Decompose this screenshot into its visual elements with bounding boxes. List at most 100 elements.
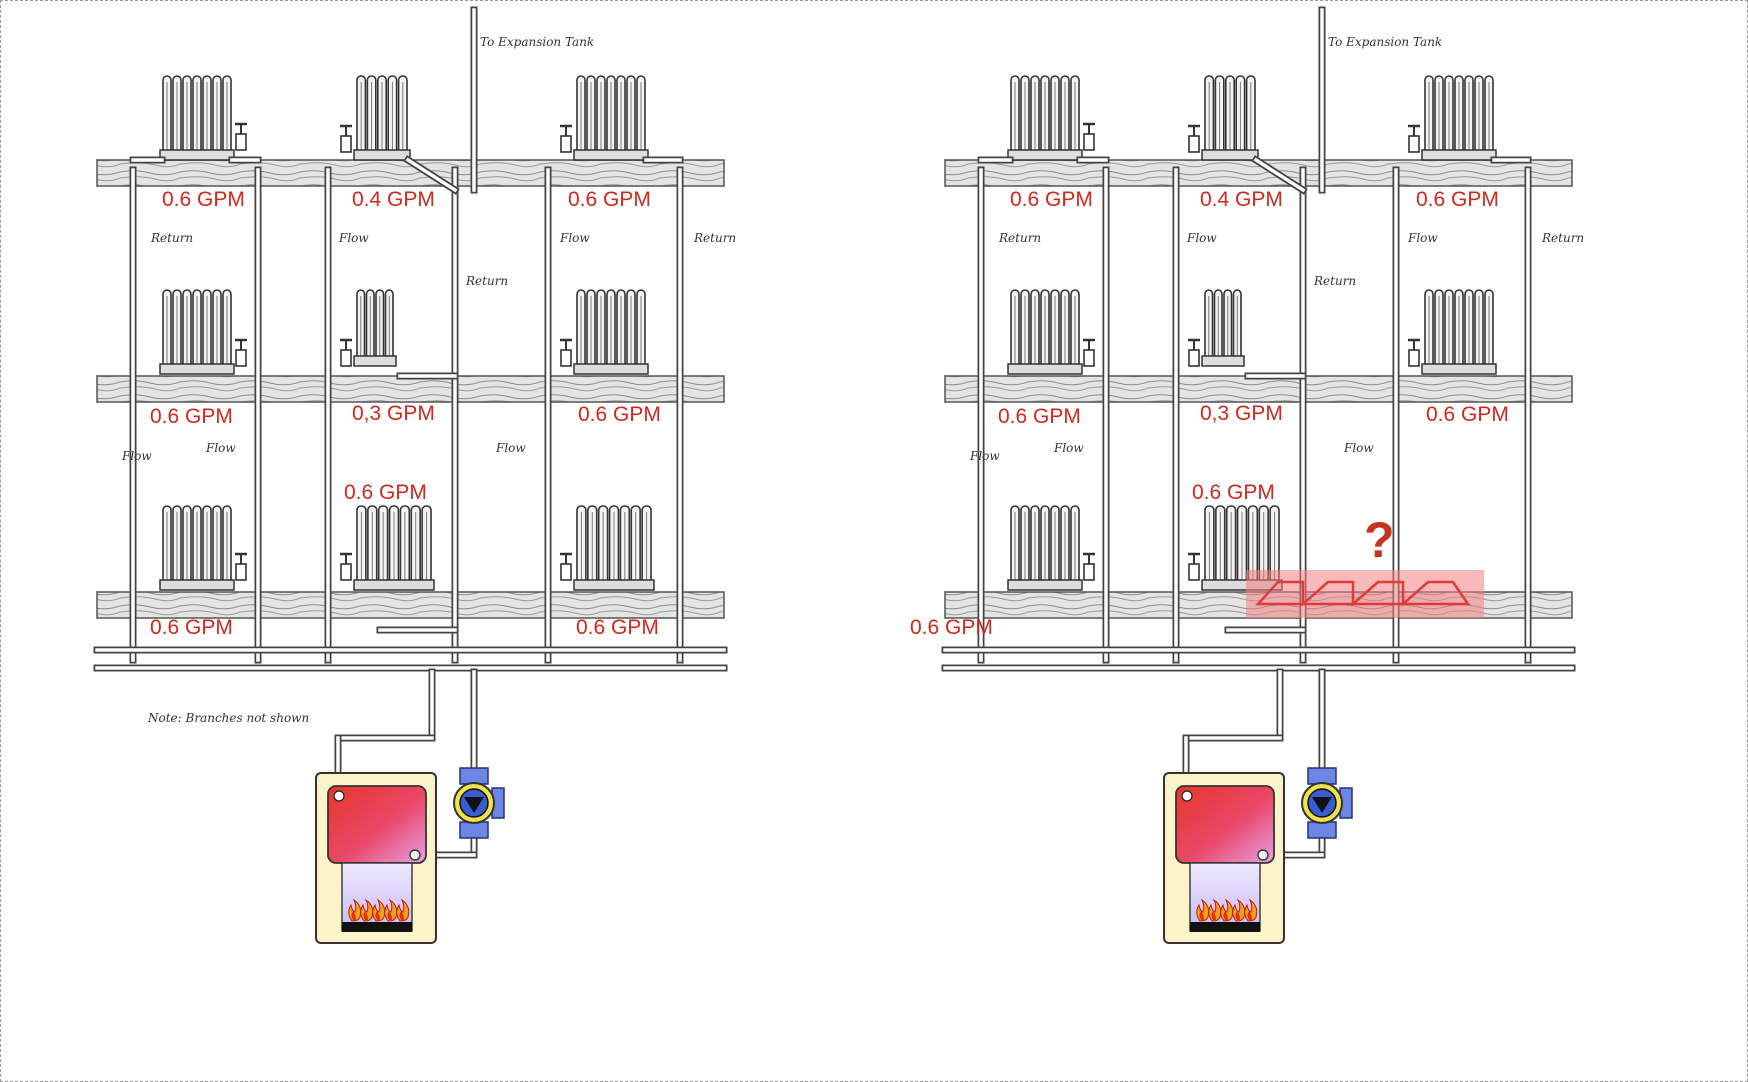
pipe-label: Flow: [969, 449, 1000, 463]
pipe-label: Flow: [338, 231, 369, 245]
flow-label: 0,3 GPM: [1200, 402, 1283, 425]
pump-flange-bottom: [459, 821, 489, 839]
burner-flame: [396, 898, 410, 922]
flow-label: 0.6 GPM: [568, 188, 651, 211]
radiator-bottom-left: [159, 505, 235, 591]
floor-middle: [944, 375, 1573, 403]
valve-bottom-right: [560, 552, 572, 581]
valve-top-right: [1408, 124, 1420, 153]
burner-flame: [384, 898, 398, 922]
valve-top-middle: [340, 124, 352, 153]
pipe-label: Flow: [121, 449, 152, 463]
flame-inner: [399, 911, 404, 920]
radiator-top-middle: [353, 75, 411, 161]
valve-body: [560, 563, 572, 581]
valve-body: [1083, 133, 1095, 151]
burner-plate: [342, 922, 412, 932]
valve-body: [235, 349, 247, 367]
radiator-bottom-right: [573, 505, 655, 591]
supply-port: [1181, 790, 1193, 802]
valve-body: [1188, 349, 1200, 367]
pump-flange-bottom: [1307, 821, 1337, 839]
radiator-top-left: [1007, 75, 1083, 161]
radiator-base: [573, 363, 649, 375]
branch-bore: [405, 157, 458, 193]
floor-middle: [96, 375, 725, 403]
radiator-base: [1201, 149, 1259, 161]
burner-flame: [360, 898, 374, 922]
radiator-base: [353, 149, 411, 161]
flame-inner: [387, 911, 392, 920]
valve-bottom-left: [235, 552, 247, 581]
flame-inner: [1211, 911, 1216, 920]
valve-bottom-middle: [340, 552, 352, 581]
expansion-tank-label: To Expansion Tank: [480, 35, 594, 49]
valve-mid-left: [235, 338, 247, 367]
flow-label: 0,3 GPM: [352, 402, 435, 425]
burner-flame: [1220, 898, 1234, 922]
pipe-label: Return: [998, 231, 1041, 245]
burner-flame: [1244, 898, 1258, 922]
radiator-mid-middle: [1201, 289, 1245, 367]
valve-top-middle: [1188, 124, 1200, 153]
pipe-label: Flow: [205, 441, 236, 455]
valve-mid-right: [560, 338, 572, 367]
radiator-base: [353, 579, 435, 591]
burner-flame: [1232, 898, 1246, 922]
flame-inner: [1223, 911, 1228, 920]
pipe-label: Return: [150, 231, 193, 245]
flow-label: 0.4 GPM: [352, 188, 435, 211]
pump-flange-top: [1307, 767, 1337, 785]
valve-body: [1408, 349, 1420, 367]
valve-body: [235, 563, 247, 581]
pipe-label: Return: [465, 274, 508, 288]
flow-label: 0.6 GPM: [150, 405, 233, 428]
radiator-base: [1007, 579, 1083, 591]
radiator-bottom-left: [1007, 505, 1083, 591]
pipe-label: Flow: [1186, 231, 1217, 245]
valve-body: [1083, 349, 1095, 367]
flow-label: 0.6 GPM: [1426, 403, 1509, 426]
return-port: [409, 849, 421, 861]
valve-body: [340, 349, 352, 367]
pipe-label: Flow: [1343, 441, 1374, 455]
radiator-mid-right: [573, 289, 649, 375]
pipe-label: Flow: [1053, 441, 1084, 455]
flow-label: 0.6 GPM: [162, 188, 245, 211]
radiator-mid-middle: [353, 289, 397, 367]
valve-body: [340, 563, 352, 581]
pipe-label: Return: [1541, 231, 1584, 245]
radiator-mid-left: [1007, 289, 1083, 375]
burner-flame: [372, 898, 386, 922]
flame-inner: [1247, 911, 1252, 920]
flow-label: 0.6 GPM: [1192, 481, 1275, 504]
valve-body: [1408, 135, 1420, 153]
radiator-base: [1421, 363, 1497, 375]
circulator-pump: [453, 767, 505, 839]
flow-label: 0.6 GPM: [578, 403, 661, 426]
valve-top-right: [560, 124, 572, 153]
radiator-mid-right: [1421, 289, 1497, 375]
branch-bore: [1253, 157, 1306, 193]
circulator-pump: [1301, 767, 1353, 839]
valve-top-left: [235, 122, 247, 151]
burner-flame: [348, 898, 362, 922]
flame-inner: [1199, 911, 1204, 920]
flow-label: 0.6 GPM: [998, 405, 1081, 428]
radiator-bottom-middle: [353, 505, 435, 591]
flame-inner: [363, 911, 368, 920]
pipe-label: Return: [1313, 274, 1356, 288]
supply-port: [333, 790, 345, 802]
radiator-base: [159, 579, 235, 591]
radiator-mid-left: [159, 289, 235, 375]
valve-mid-middle: [1188, 338, 1200, 367]
drawing-note: Note: Branches not shown: [147, 711, 309, 725]
floor-bottom: [96, 591, 725, 619]
radiator-bottom-middle: [1201, 505, 1283, 591]
valve-body: [235, 133, 247, 151]
radiator-base: [353, 355, 397, 367]
radiator-base: [1007, 363, 1083, 375]
pipe-label: Flow: [559, 231, 590, 245]
